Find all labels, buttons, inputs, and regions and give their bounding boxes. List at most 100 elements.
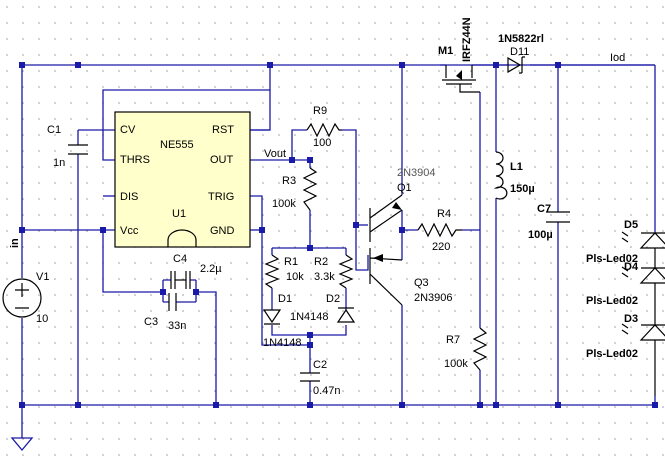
r1-value: 10k bbox=[286, 271, 304, 283]
node bbox=[493, 62, 499, 68]
r9-resistor bbox=[306, 122, 342, 138]
r7-resistor bbox=[472, 327, 488, 371]
node bbox=[213, 402, 219, 408]
r1-name: R1 bbox=[284, 256, 298, 268]
d1-name: D1 bbox=[278, 293, 292, 305]
wire-vcc-c4 bbox=[102, 230, 163, 293]
m1-part: IRFZ44N bbox=[461, 17, 473, 62]
m1-name: M1 bbox=[438, 45, 453, 57]
node bbox=[75, 402, 81, 408]
node bbox=[307, 342, 313, 348]
v1-voltage-source bbox=[2, 278, 42, 318]
r2-value: 3.3k bbox=[314, 271, 335, 283]
v1-name: V1 bbox=[36, 271, 49, 283]
r9-name: R9 bbox=[313, 105, 327, 117]
labels: C1 1n CV THRS DIS Vcc RST OUT TRIG GND N… bbox=[9, 17, 639, 397]
r4-resistor bbox=[417, 222, 462, 238]
pin-rst: RST bbox=[212, 124, 234, 136]
c4-capacitor bbox=[170, 271, 191, 289]
c1-name: C1 bbox=[47, 124, 61, 136]
net-iod: Iod bbox=[610, 52, 625, 64]
c7-name: C7 bbox=[537, 203, 551, 215]
r3-name: R3 bbox=[282, 175, 296, 187]
d4-part: Pls-Led02 bbox=[586, 295, 638, 307]
r7-name: R7 bbox=[446, 334, 460, 346]
r3-value: 100k bbox=[272, 198, 296, 210]
c1-value: 1n bbox=[53, 157, 65, 169]
pin-cv: CV bbox=[120, 124, 136, 136]
r2-resistor bbox=[338, 254, 354, 289]
node bbox=[19, 227, 25, 233]
d3-name: D3 bbox=[624, 313, 638, 325]
r7-value: 100k bbox=[444, 358, 468, 370]
d1-part: 1N4148 bbox=[263, 337, 302, 349]
wire-net-verticals bbox=[271, 248, 347, 310]
wire-c43-leads bbox=[163, 279, 196, 303]
d1-diode bbox=[262, 309, 282, 325]
wire-c43-ground bbox=[196, 291, 217, 405]
q3-part: 2N3906 bbox=[414, 292, 453, 304]
q3-pnp-transistor bbox=[369, 248, 403, 306]
node bbox=[493, 402, 499, 408]
node bbox=[160, 289, 166, 295]
r9-value: 100 bbox=[313, 137, 331, 149]
node bbox=[399, 402, 405, 408]
node bbox=[555, 62, 561, 68]
pin-vcc: Vcc bbox=[120, 225, 139, 237]
r4-value: 220 bbox=[432, 241, 450, 253]
pin-thrs: THRS bbox=[120, 154, 150, 166]
d11-part: 1N5822rl bbox=[498, 33, 544, 45]
pin-out: OUT bbox=[210, 154, 234, 166]
d5-part: Pls-Led02 bbox=[586, 253, 638, 265]
node bbox=[399, 62, 405, 68]
m1-mosfet bbox=[442, 65, 480, 93]
d5-name: D5 bbox=[624, 219, 638, 231]
c4-name: C4 bbox=[173, 253, 187, 265]
c2-value: 0.47n bbox=[313, 385, 341, 397]
node bbox=[19, 402, 25, 408]
d4-name: D4 bbox=[624, 261, 639, 273]
c2-capacitor bbox=[300, 372, 320, 382]
d2-diode bbox=[336, 307, 356, 323]
d4-led bbox=[621, 248, 665, 284]
d11-schottky-diode bbox=[507, 56, 525, 74]
node bbox=[259, 227, 265, 233]
r4-name: R4 bbox=[437, 208, 451, 220]
q1-npn-transistor bbox=[369, 194, 403, 242]
u1-part: NE555 bbox=[160, 139, 194, 151]
wire-r9-path bbox=[291, 129, 357, 225]
node bbox=[193, 289, 199, 295]
c4-value: 2.2µ bbox=[200, 263, 222, 275]
q1-part: 2N3904 bbox=[397, 167, 436, 179]
node bbox=[353, 222, 359, 228]
node bbox=[307, 157, 313, 163]
pin-gnd: GND bbox=[210, 225, 235, 237]
r2-name: R2 bbox=[314, 256, 328, 268]
r1-resistor bbox=[264, 254, 280, 289]
node bbox=[75, 62, 81, 68]
l1-name: L1 bbox=[510, 161, 523, 173]
q3-name: Q3 bbox=[414, 277, 429, 289]
u1-name: U1 bbox=[172, 208, 186, 220]
net-in: in bbox=[9, 238, 21, 248]
node bbox=[307, 245, 313, 251]
c1-capacitor bbox=[68, 144, 88, 155]
node bbox=[399, 227, 405, 233]
pin-dis: DIS bbox=[120, 191, 138, 203]
node bbox=[652, 402, 658, 408]
node bbox=[477, 402, 483, 408]
node bbox=[267, 62, 273, 68]
net-vout: Vout bbox=[264, 148, 286, 160]
c3-value: 33n bbox=[168, 320, 186, 332]
c7-capacitor bbox=[546, 211, 570, 223]
node bbox=[289, 157, 295, 163]
ground-symbol bbox=[10, 437, 34, 452]
d3-part: Pls-Led02 bbox=[586, 348, 638, 360]
wire-trig bbox=[250, 195, 310, 346]
node bbox=[555, 402, 561, 408]
c2-name: C2 bbox=[313, 359, 327, 371]
r3-resistor bbox=[302, 167, 318, 211]
